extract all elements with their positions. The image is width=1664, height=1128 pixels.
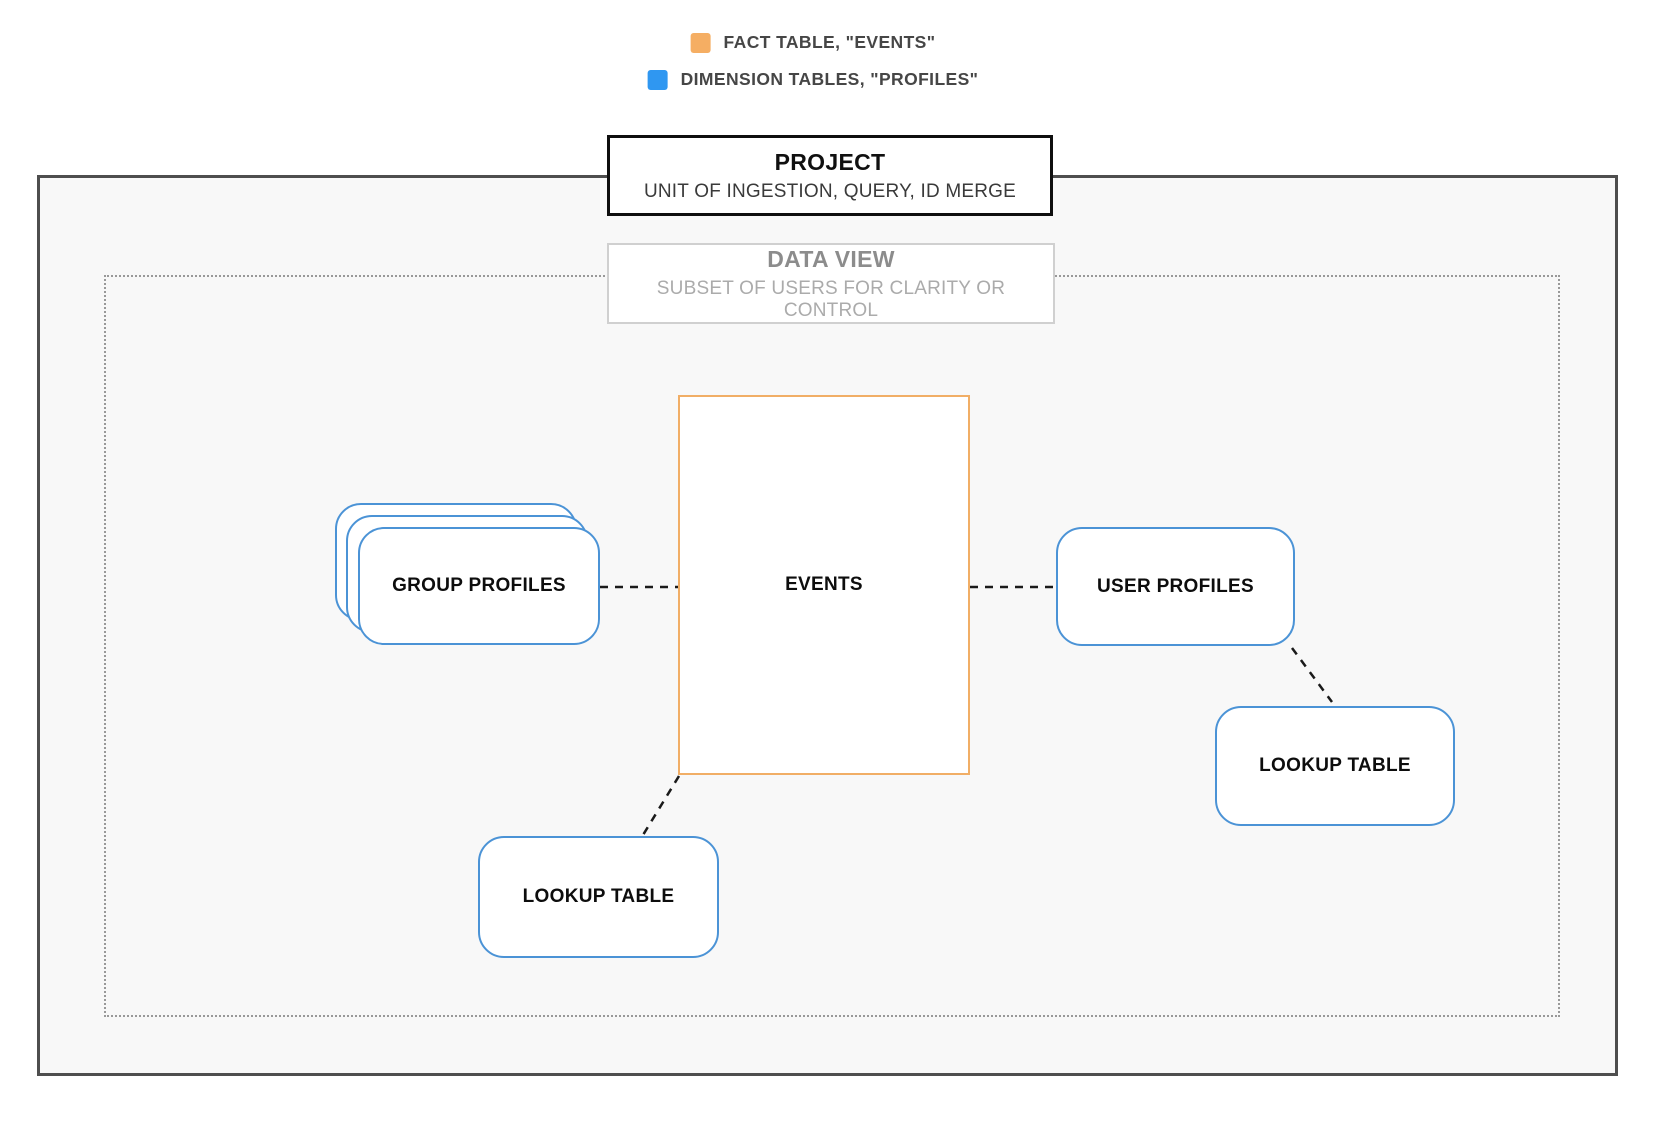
lookup-table-bottom-label: LOOKUP TABLE [522,886,675,907]
group-profiles-node: GROUP PROFILES [358,527,600,645]
fact-table-swatch-icon [690,32,711,53]
data-view-header-box: DATA VIEW SUBSET OF USERS FOR CLARITY OR… [607,243,1055,324]
project-title: PROJECT [774,148,886,175]
group-profiles-label: GROUP PROFILES [392,575,566,596]
lookup-table-right-node: LOOKUP TABLE [1215,706,1455,826]
legend: FACT TABLE, "EVENTS" DIMENSION TABLES, "… [647,32,979,90]
user-profiles-label: USER PROFILES [1097,575,1254,597]
data-view-title: DATA VIEW [767,245,895,272]
user-profiles-node: USER PROFILES [1056,527,1295,646]
legend-label-fact-table: FACT TABLE, "EVENTS" [723,32,936,52]
project-header-box: PROJECT UNIT OF INGESTION, QUERY, ID MER… [607,135,1053,216]
events-label: EVENTS [785,574,863,595]
lookup-table-bottom-node: LOOKUP TABLE [478,836,719,958]
legend-item-fact-table: FACT TABLE, "EVENTS" [690,32,936,53]
legend-item-dimension-tables: DIMENSION TABLES, "PROFILES" [647,69,979,90]
project-subtitle: UNIT OF INGESTION, QUERY, ID MERGE [643,180,1017,202]
dimension-tables-swatch-icon [647,69,668,90]
lookup-table-right-label: LOOKUP TABLE [1259,755,1411,776]
data-view-subtitle: SUBSET OF USERS FOR CLARITY OR CONTROL [656,277,1006,321]
legend-label-dimension-tables: DIMENSION TABLES, "PROFILES" [680,69,979,89]
events-node: EVENTS [678,395,970,775]
